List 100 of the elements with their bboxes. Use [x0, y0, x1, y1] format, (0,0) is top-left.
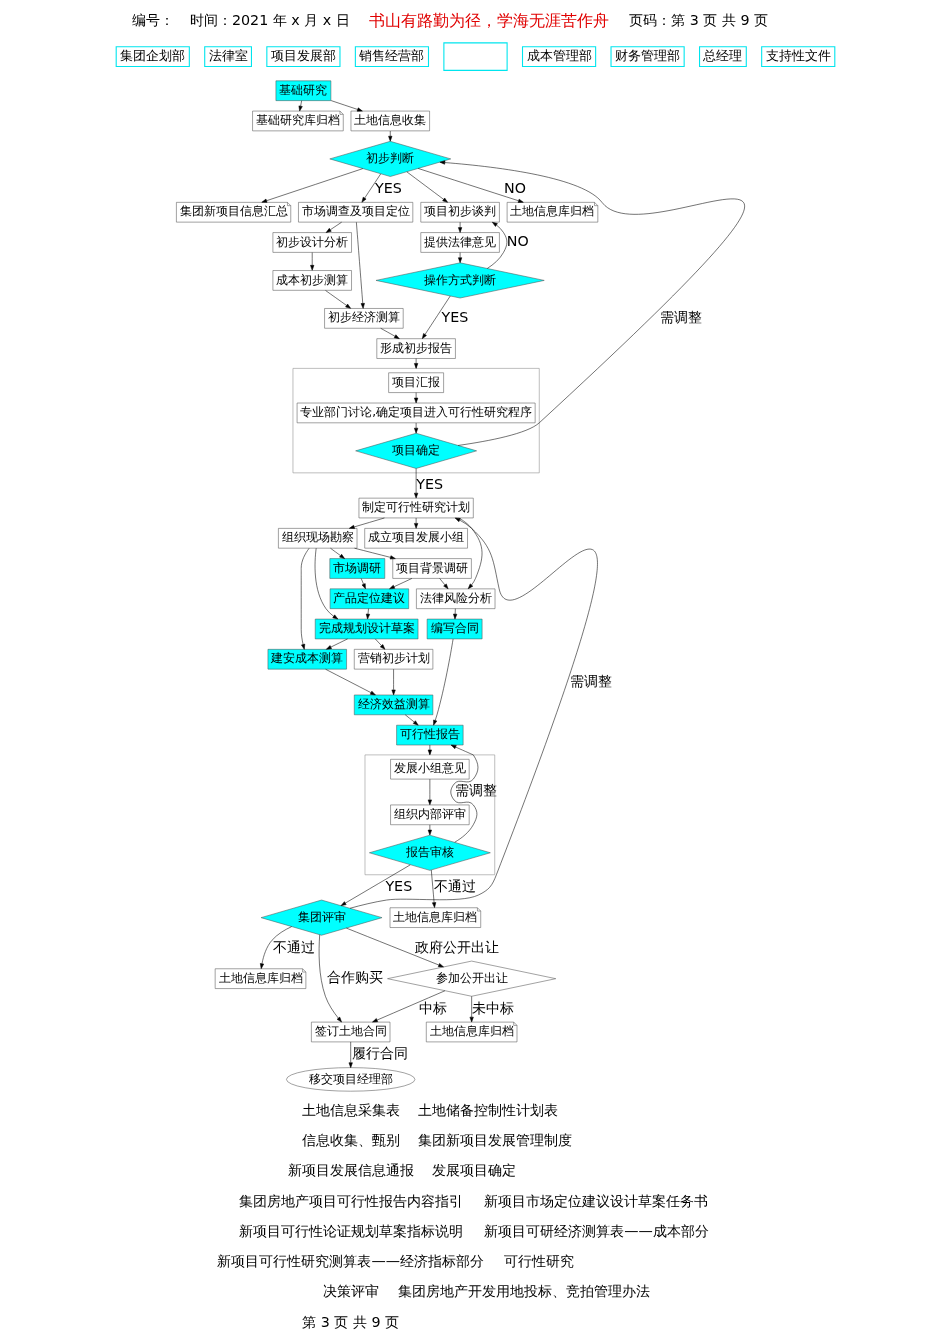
arrow: [329, 547, 345, 559]
node-box: 成本管理部: [521, 46, 596, 68]
label: 新项目可研经济测算表——成本部分: [483, 1222, 709, 1239]
arrow: [340, 864, 411, 906]
node-box: 项目发展部: [265, 46, 341, 68]
label: 新项目市场定位建议设计草案任务书: [483, 1192, 708, 1209]
edge-label: NO: [506, 232, 529, 249]
arrow: [430, 869, 436, 908]
arrow: [365, 608, 370, 620]
edge-label: 中标: [418, 999, 447, 1016]
label: 页码：第 3 页 共 9 页: [628, 12, 768, 29]
node-box: 初步经济测算: [323, 308, 403, 329]
edge-label: 不通过: [433, 877, 476, 894]
node-box: 营销初步计划: [353, 649, 433, 670]
label: 新项目可行性研究测算表——经济指标部分: [216, 1253, 484, 1270]
edge-label: 政府公开出让: [414, 938, 499, 955]
node-box: 可行性报告: [395, 724, 463, 746]
label: 第 3 页 共 9 页: [301, 1313, 399, 1330]
arrow: [391, 668, 396, 696]
edge-label: 合作购买: [326, 969, 383, 986]
arrow: [413, 392, 418, 404]
arrow: [374, 638, 385, 650]
node-box: [442, 42, 508, 71]
arrow: [452, 608, 457, 620]
arrow: [413, 517, 418, 529]
edge-label: 需调整: [454, 782, 497, 799]
node-box: 初步设计分析: [272, 232, 352, 253]
node-box: 市场调查及项目定位: [297, 202, 413, 223]
label: 编号：: [131, 12, 174, 29]
arrow: [360, 578, 366, 590]
cluster: [364, 754, 495, 876]
arrow: [427, 778, 432, 806]
arrow: [298, 100, 303, 112]
arrow: [325, 221, 342, 233]
node-box: 销售经营部: [354, 46, 429, 68]
arrow: [458, 517, 482, 589]
node-box: 制定可行性研究计划: [358, 497, 474, 519]
node-box: 发展小组意见: [389, 759, 469, 780]
label: 集团房地产项目可行性报告内容指引: [238, 1192, 463, 1209]
node-box: 土地信息收集: [350, 110, 430, 132]
arrow: [413, 468, 418, 499]
arrow: [261, 168, 363, 203]
arrow: [432, 638, 453, 726]
arrow: [457, 252, 462, 263]
label: 新项目发展信息通报: [287, 1162, 414, 1179]
label: 可行性研究: [503, 1253, 574, 1270]
arrow: [318, 934, 342, 1023]
node-box: 组织内部评审: [389, 804, 469, 825]
node-diamond: 操作方式判断: [375, 262, 544, 299]
node-box: 基础研究: [275, 80, 331, 101]
edge-label: YES: [374, 179, 402, 196]
label: 决策评审: [322, 1283, 379, 1300]
arrow: [371, 990, 445, 1023]
label: 发展项目确定: [431, 1162, 516, 1179]
node-box: 成立项目发展小组: [363, 528, 468, 549]
arrow: [421, 295, 450, 339]
arrow: [355, 222, 365, 309]
label: 书山有路勤为径，学海无涯苦作舟: [368, 10, 609, 30]
arrow: [353, 547, 396, 560]
arrow: [314, 547, 338, 620]
arrow: [413, 422, 418, 434]
arrow: [457, 221, 462, 233]
node-box: 建安成本测算: [267, 649, 347, 670]
arrow: [406, 171, 448, 203]
label: 新项目可行性论证规划草案指标说明: [238, 1222, 463, 1239]
node-box: 项目背景调研: [391, 558, 472, 579]
node-box: 成本初步测算: [272, 270, 352, 291]
node-box: 集团企划部: [115, 46, 190, 68]
edge-label: NO: [503, 179, 526, 196]
arrow: [309, 252, 314, 271]
node-box: 法律室: [203, 46, 252, 68]
arrow: [388, 578, 412, 590]
arrow: [469, 996, 474, 1023]
arrow: [361, 173, 381, 203]
label: 时间：2021 年 x 月 x 日: [189, 12, 350, 29]
edge-label: 未中标: [471, 999, 514, 1016]
arrow: [348, 517, 385, 529]
node-box: 财务管理部: [610, 46, 685, 68]
edge-label: 不通过: [272, 938, 315, 955]
node-box: 总经理: [698, 46, 747, 68]
node-diamond: 报告审核: [368, 834, 491, 871]
arrow: [324, 668, 376, 696]
arrow: [486, 221, 507, 269]
arrow: [259, 926, 292, 969]
edge-label: YES: [440, 308, 468, 325]
cluster: [292, 368, 540, 474]
label: 集团房地产开发用地投标、竞拍管理办法: [397, 1283, 650, 1300]
arrow: [404, 714, 418, 726]
arrow: [325, 638, 348, 650]
node-box: 提供法律意见: [420, 232, 500, 253]
node-box: 产品定位建议: [329, 588, 409, 609]
arrow: [345, 927, 444, 968]
edge-label: 需调整: [569, 672, 612, 689]
label: 土地储备控制性计划表: [417, 1101, 558, 1118]
arrow: [439, 160, 744, 446]
arrow: [348, 1041, 353, 1068]
node-box: 形成初步报告: [376, 338, 456, 359]
node-box: 签订土地合同: [310, 1021, 390, 1043]
edge-label: 履行合同: [351, 1045, 408, 1062]
arrow: [387, 130, 392, 142]
